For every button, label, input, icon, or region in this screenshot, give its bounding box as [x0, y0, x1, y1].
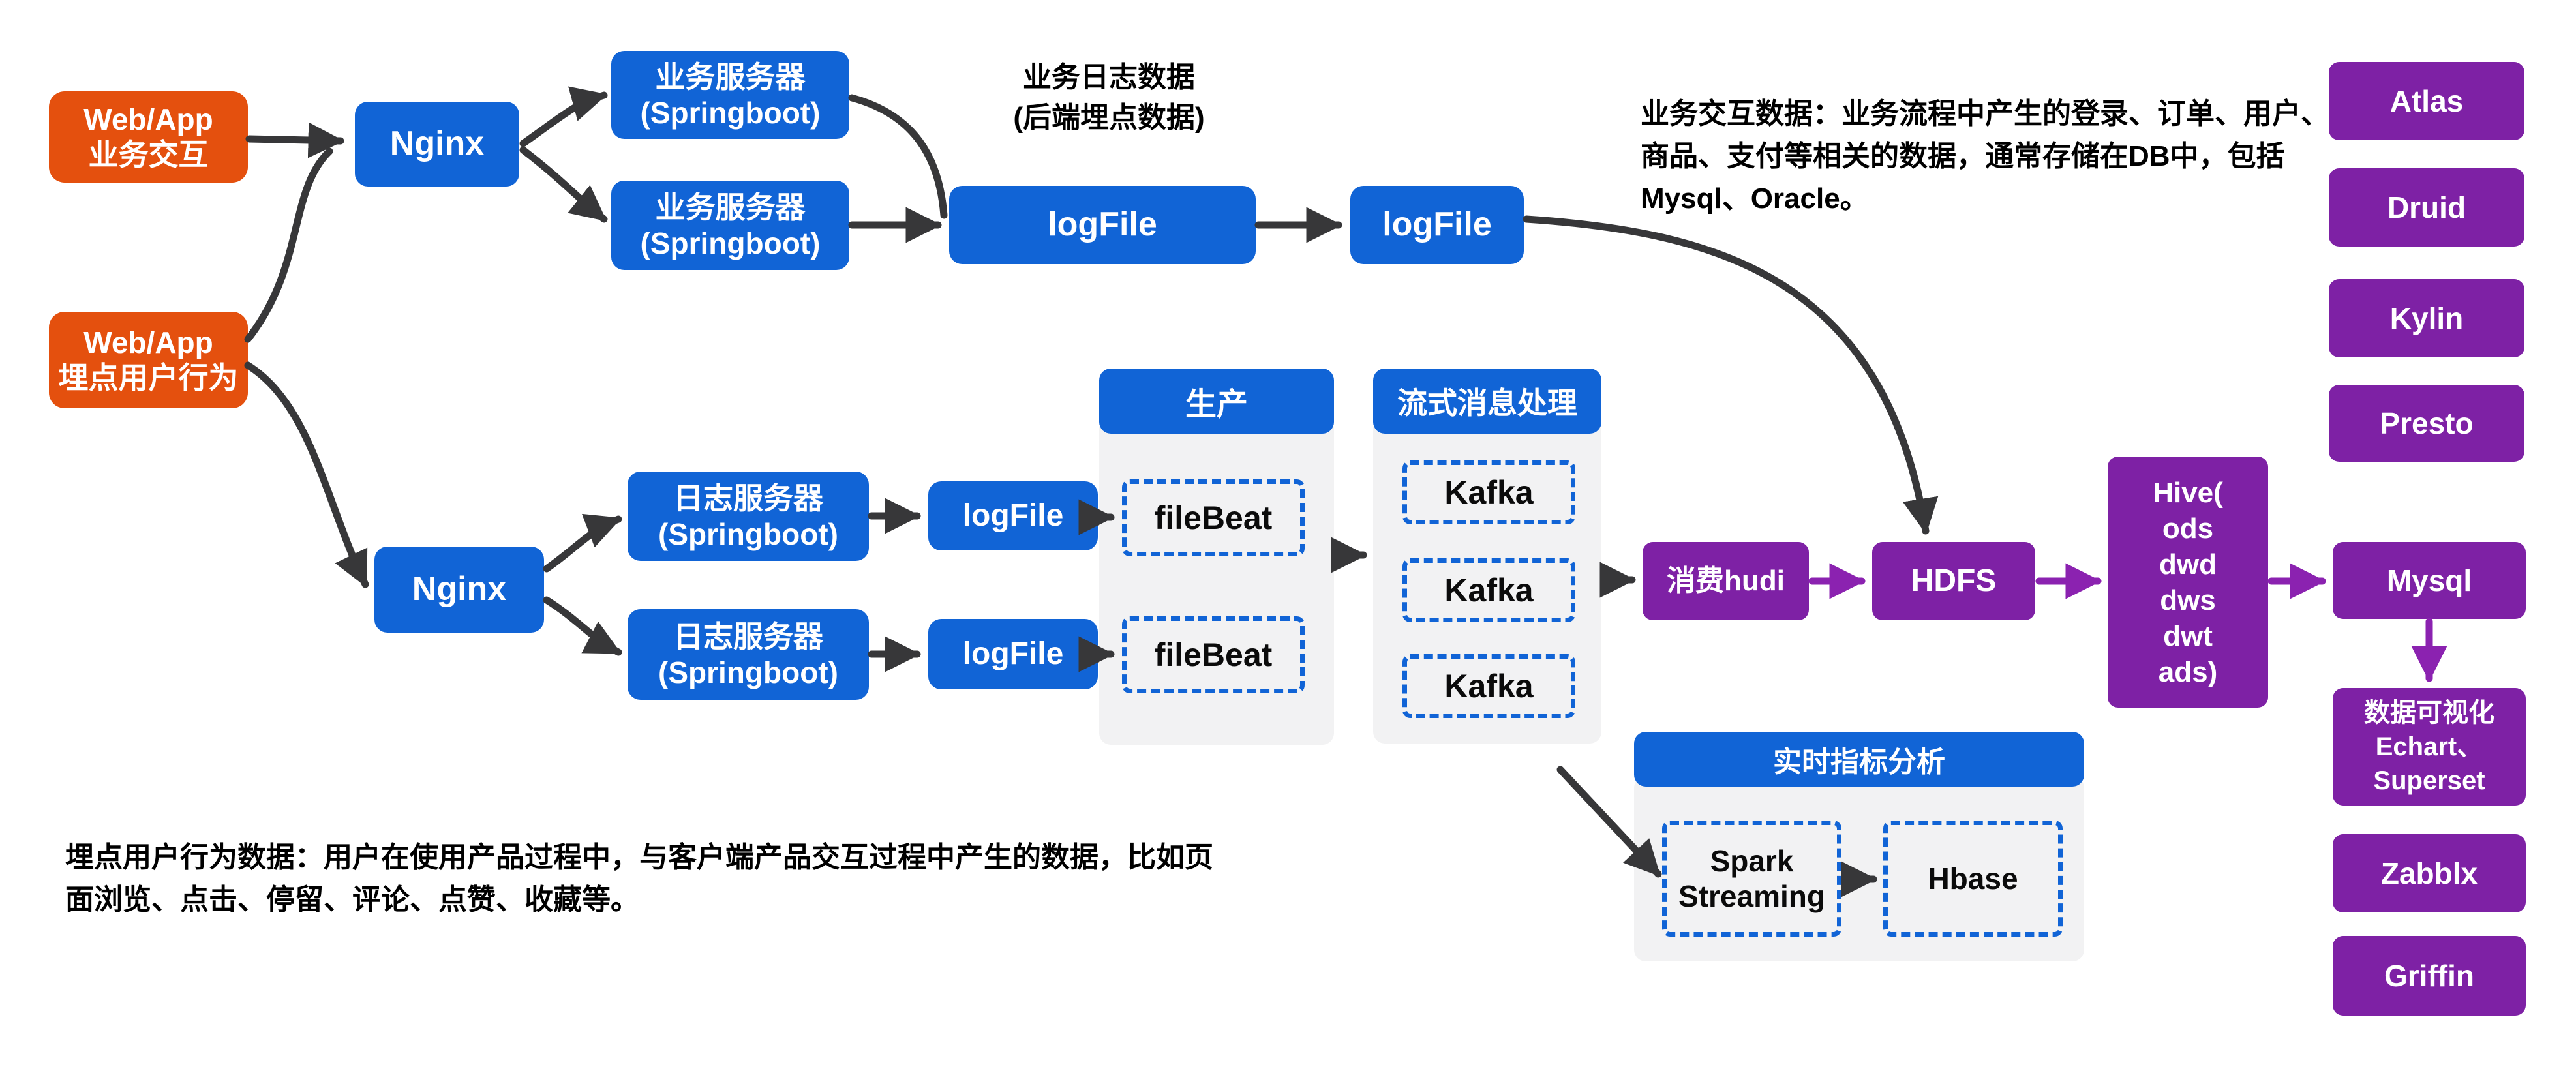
node-hive: Hive( ods dwd dws dwt ads) — [2108, 457, 2268, 708]
panel-produce-body — [1099, 417, 1334, 745]
node-nginx-bottom: Nginx — [374, 547, 544, 633]
node-logfile-big: logFile — [949, 186, 1256, 264]
node-logfile-mid2: logFile — [928, 619, 1098, 689]
node-log-server-2: 日志服务器 (Springboot) — [628, 609, 869, 700]
node-nginx-top: Nginx — [355, 102, 519, 187]
node-dataviz: 数据可视化 Echart、 Superset — [2333, 688, 2526, 806]
node-mysql: Mysql — [2333, 542, 2526, 619]
arrow-tracking-to-nginx-bottom — [244, 361, 369, 588]
arrow-nginx-to-bizserver2 — [519, 146, 608, 223]
arrow-nginx-to-logserver2 — [543, 596, 622, 656]
arrow-nginx-to-logserver1 — [543, 513, 622, 573]
node-griffin: Griffin — [2333, 936, 2526, 1016]
panel-realtime-header: 实时指标分析 — [1634, 732, 2084, 787]
node-logfile-2: logFile — [1350, 186, 1524, 264]
node-spark-streaming: Spark Streaming — [1662, 821, 1841, 937]
node-kafka-1: Kafka — [1402, 460, 1575, 524]
note-user-tracking: 埋点用户行为数据：用户在使用产品过程中，与客户端产品交互过程中产生的数据，比如页… — [65, 841, 1213, 916]
node-logfile-mid1: logFile — [928, 481, 1098, 550]
node-filebeat-1: fileBeat — [1122, 479, 1305, 556]
caption-log-data: 业务日志数据 (后端埋点数据) — [1013, 61, 1205, 134]
node-presto: Presto — [2329, 385, 2524, 462]
node-filebeat-2: fileBeat — [1122, 616, 1305, 693]
panel-stream-header: 流式消息处理 — [1373, 369, 1601, 434]
node-biz-server-2: 业务服务器 (Springboot) — [611, 181, 849, 270]
node-hdfs: HDFS — [1872, 542, 2035, 620]
node-webapp-business: Web/App 业务交互 — [49, 91, 248, 183]
node-hudi: 消费hudi — [1643, 542, 1809, 620]
node-biz-server-1: 业务服务器 (Springboot) — [611, 51, 849, 139]
node-webapp-tracking: Web/App 埋点用户行为 — [49, 312, 248, 408]
node-atlas: Atlas — [2329, 62, 2524, 140]
node-hbase: Hbase — [1883, 821, 2063, 937]
node-kafka-3: Kafka — [1402, 654, 1575, 718]
node-kylin: Kylin — [2329, 279, 2524, 357]
arrow-nginx-to-bizserver1 — [519, 86, 608, 147]
node-log-server-1: 日志服务器 (Springboot) — [628, 472, 869, 561]
note-business-interaction: 业务交互数据：业务流程中产生的登录、订单、用户、 商品、支付等相关的数据，通常存… — [1641, 98, 2329, 215]
panel-produce-header: 生产 — [1099, 369, 1334, 434]
node-kafka-2: Kafka — [1402, 558, 1575, 622]
arrow-bizserver1-to-logfile — [848, 94, 948, 219]
arrow-tracking-to-nginx-top — [244, 147, 333, 343]
arrow-business-to-nginx-top — [245, 122, 344, 158]
node-zabblx: Zabblx — [2333, 834, 2526, 912]
node-druid: Druid — [2329, 168, 2524, 247]
